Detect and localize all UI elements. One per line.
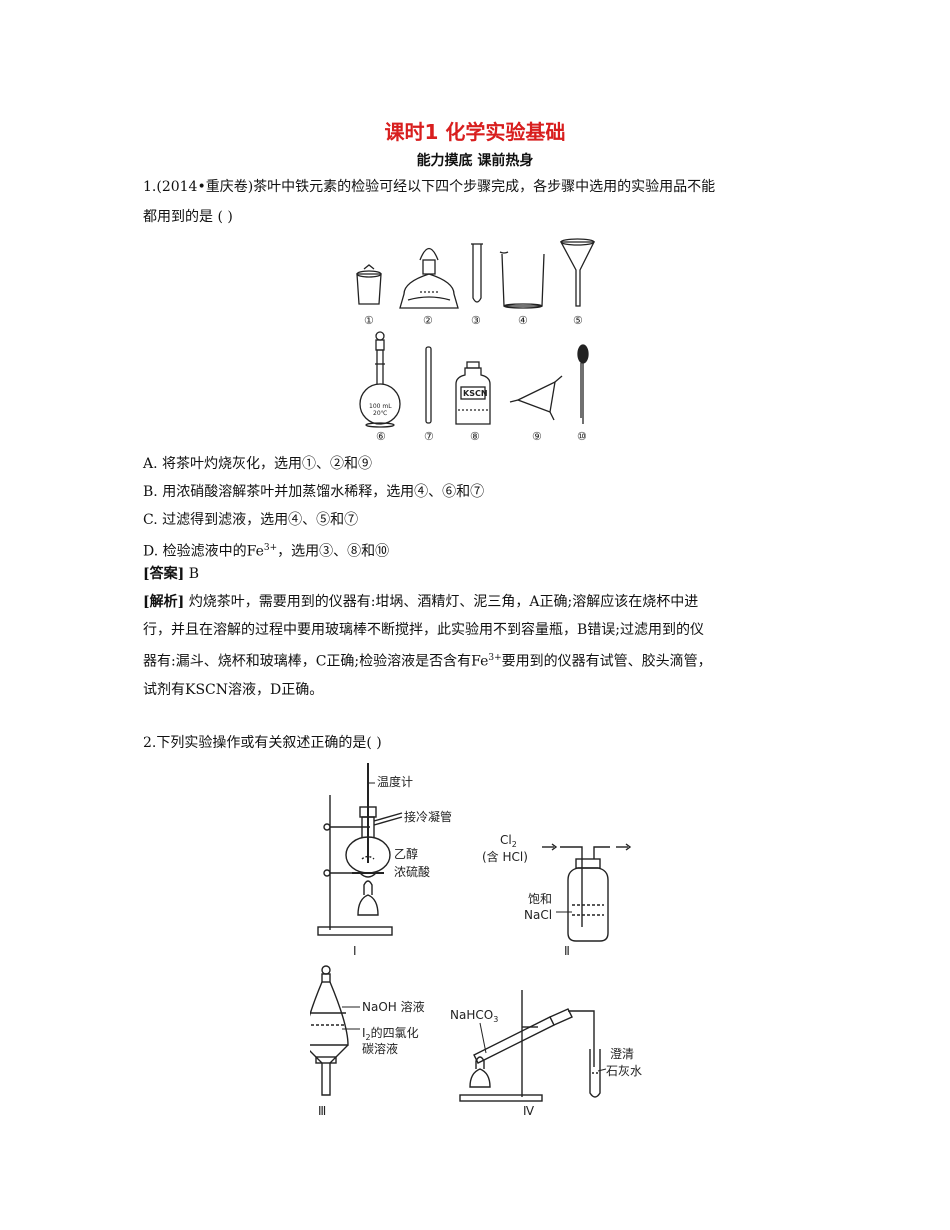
label-thermometer: 温度计 (377, 774, 413, 789)
analysis-line3-rest: 要用到的仪器有试管、胶头滴管， (501, 653, 712, 670)
q1-answer: [答案] B (143, 561, 199, 587)
crucible-icon (356, 264, 382, 305)
q1-option-d: D. 检验滤液中的Fe3+，选用③、⑧和⑩ (143, 535, 389, 565)
fig-label-4: ④ (518, 314, 528, 327)
answer-label: [答案] (143, 566, 185, 582)
test-tube-icon (471, 243, 483, 303)
label-fig3: Ⅲ (318, 1104, 326, 1118)
fig-label-3: ③ (471, 314, 481, 327)
label-condenser: 接冷凝管 (404, 809, 452, 824)
q1-stem: 1.(2014•重庆卷)茶叶中铁元素的检验可经以下四个步骤完成，各步骤中选用的实… (143, 172, 813, 232)
fig-label-10: ⑩ (577, 430, 587, 443)
page-title: 课时1 化学实验基础 (384, 120, 566, 144)
label-cl2: Cl2 (500, 833, 517, 849)
q1-option-d-rest: ，选用③、⑧和⑩ (277, 543, 390, 560)
label-i2: I2的四氯化 (362, 1025, 419, 1042)
q2-apparatus-figure: 温度计 接冷凝管 乙醇 浓硫酸 Ⅰ Cl2 (含 HCl) 饱和 NaCl Ⅱ … (310, 763, 642, 1118)
fig-label-2: ② (423, 314, 433, 327)
q1-analysis: [解析] 灼烧茶叶，需要用到的仪器有:坩埚、酒精灯、泥三角，A正确;溶解应该在烧… (143, 588, 813, 704)
dropper-icon (577, 344, 589, 424)
label-cl2-main: Cl (500, 833, 512, 847)
label-fig2: Ⅱ (564, 944, 570, 958)
fig2-gas-washing-bottle (542, 843, 632, 942)
label-hcl: (含 HCl) (482, 849, 528, 864)
analysis-line4: 试剂有KSCN溶液，D正确。 (143, 681, 324, 698)
fig-label-5: ⑤ (573, 314, 583, 327)
label-naoh: NaOH 溶液 (362, 999, 425, 1014)
q1-stem-line2: 都用到的是 ( ) (143, 209, 233, 225)
fig-label-6: ⑥ (376, 430, 386, 443)
label-i2-sub: 2 (366, 1033, 371, 1042)
label-nahco3-sub: 3 (493, 1015, 498, 1024)
alcohol-lamp-icon (399, 247, 459, 309)
q2-stem: 2.下列实验操作或有关叙述正确的是( ) (143, 735, 382, 751)
fig-label-7: ⑦ (424, 430, 434, 443)
label-ccl4: 碳溶液 (362, 1041, 398, 1056)
label-fig4: Ⅳ (523, 1104, 534, 1118)
q1-stem-line1: 1.(2014•重庆卷)茶叶中铁元素的检验可经以下四个步骤完成，各步骤中选用的实… (143, 179, 716, 195)
analysis-line3: 器有:漏斗、烧杯和玻璃棒，C正确;检验溶液是否含有Fe (143, 653, 489, 670)
label-cl2-sub: 2 (512, 840, 517, 849)
q1-option-d-sup: 3+ (263, 543, 278, 553)
q1-option-d-text: D. 检验滤液中的Fe (143, 543, 264, 560)
volumetric-flask-icon (359, 331, 401, 428)
label-i2-main: I (362, 1026, 366, 1040)
label-saturated: 饱和 (528, 891, 552, 906)
label-i2-rest: 的四氯化 (371, 1025, 419, 1040)
analysis-line2: 行，并且在溶解的过程中要用玻璃棒不断搅拌，此实验用不到容量瓶，B错误;过滤用到的… (143, 622, 705, 638)
analysis-line1: 灼烧茶叶，需要用到的仪器有:坩埚、酒精灯、泥三角，A正确;溶解应该在烧杯中进 (184, 594, 699, 610)
fig-label-1: ① (364, 314, 374, 327)
beaker-icon (499, 251, 545, 309)
analysis-label: [解析] (143, 594, 185, 610)
q1-option-b: B. 用浓硝酸溶解茶叶并加蒸馏水稀释，选用④、⑥和⑦ (143, 484, 485, 500)
label-limewater-2: 石灰水 (606, 1064, 642, 1078)
label-acid: 浓硫酸 (394, 864, 430, 879)
fig-label-9: ⑨ (532, 430, 542, 443)
label-nacl: NaCl (524, 908, 552, 922)
answer-value: B (184, 566, 199, 582)
fig-label-8: ⑧ (470, 430, 480, 443)
funnel-icon (559, 238, 596, 307)
fig4-heating-apparatus (459, 990, 601, 1102)
label-nahco3-main: NaHCO (450, 1008, 493, 1022)
q1-option-c: C. 过滤得到滤液，选用④、⑤和⑦ (143, 512, 359, 528)
section-subtitle: 能力摸底 课前热身 (416, 153, 534, 169)
flask-label-temp: 20℃ (373, 410, 388, 417)
reagent-bottle-icon (455, 361, 491, 425)
bottle-label: KSCN (463, 389, 488, 398)
q1-apparatus-figure: 100 mL 20℃ KSCN ① ② ③ ④ ⑤ ⑥ ⑦ ⑧ ⑨ ⑩ (356, 238, 596, 443)
label-fig1: Ⅰ (353, 944, 357, 958)
fig1-distillation-apparatus (317, 763, 403, 936)
label-ethanol: 乙醇 (394, 846, 418, 861)
analysis-line3-sup: 3+ (488, 653, 502, 663)
glass-rod-icon (425, 346, 432, 424)
label-limewater-1: 澄清 (610, 1046, 634, 1061)
q1-option-a: A. 将茶叶灼烧灰化，选用①、②和⑨ (143, 456, 373, 472)
label-nahco3: NaHCO3 (450, 1008, 498, 1024)
fig3-separatory-funnel (310, 965, 349, 1096)
flask-label-volume: 100 mL (369, 403, 392, 410)
pipe-clay-triangle-icon (509, 375, 563, 421)
